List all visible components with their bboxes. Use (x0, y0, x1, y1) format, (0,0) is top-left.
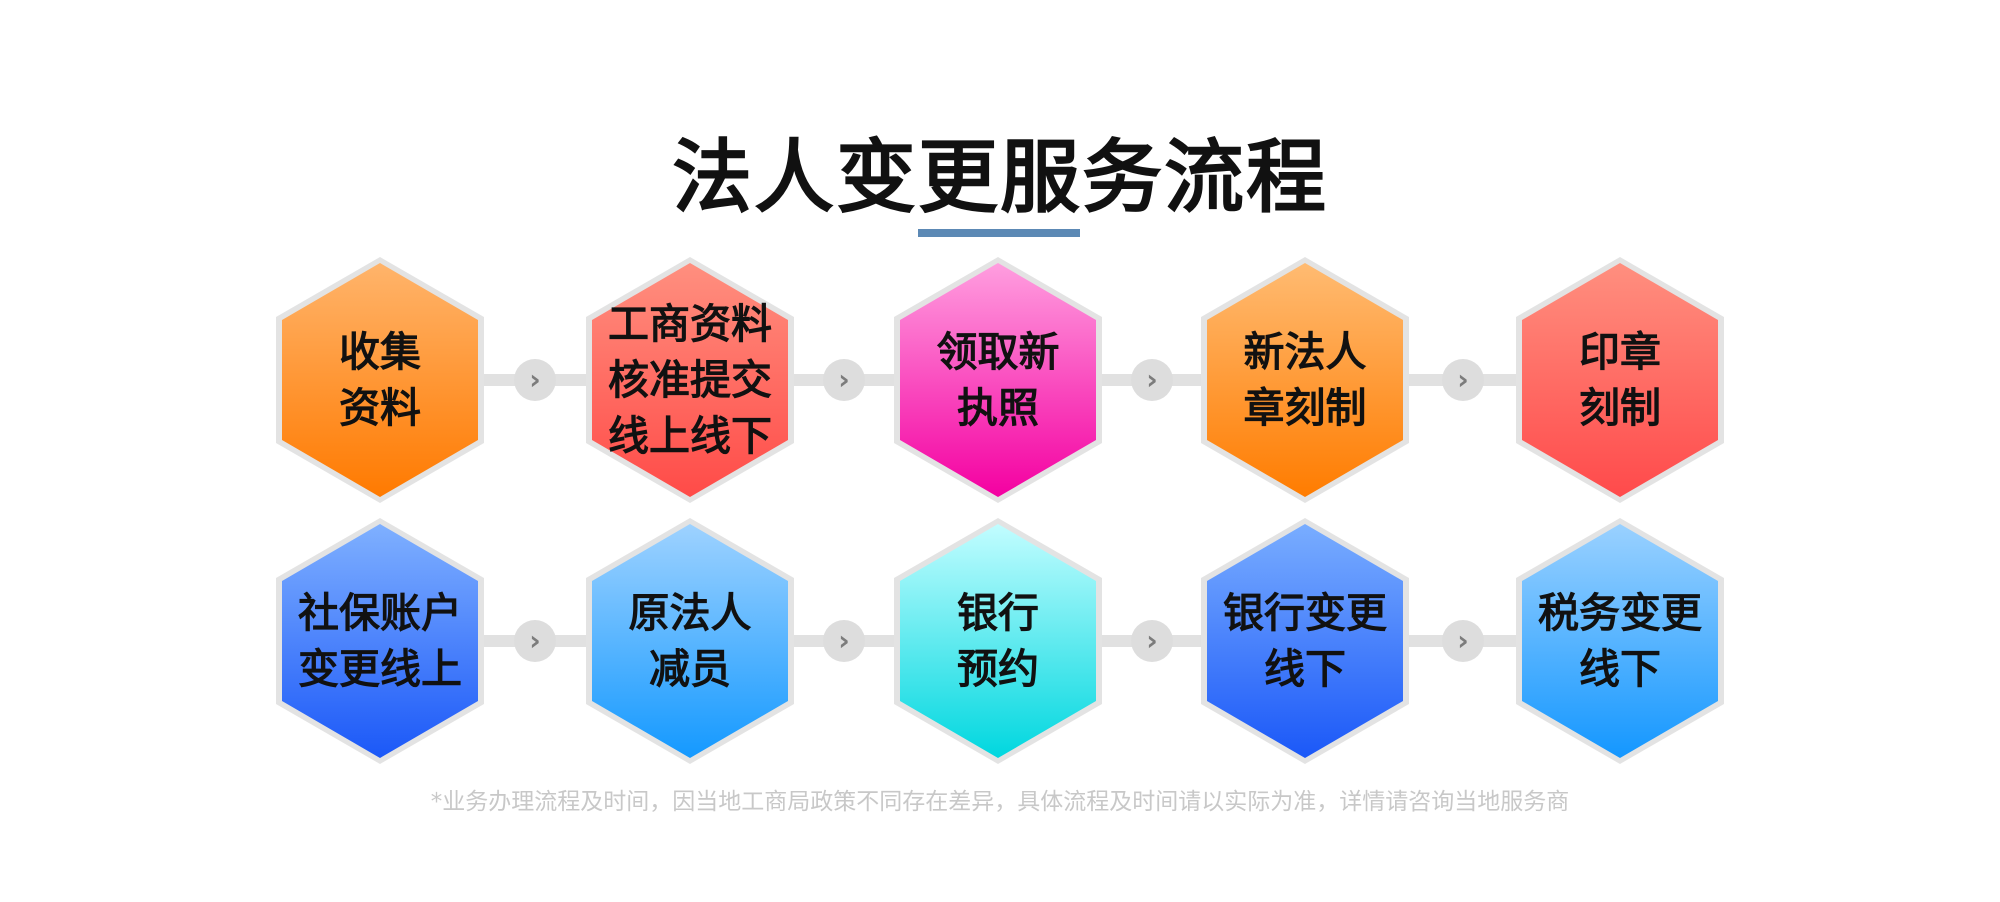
process-step-line: 资料 (339, 384, 421, 432)
process-step-label: 新法人章刻制 (1205, 253, 1405, 507)
process-step-label: 税务变更线下 (1520, 514, 1720, 768)
chevron-right-icon: › (1146, 363, 1158, 396)
process-step-line: 银行 (957, 589, 1039, 637)
process-step: 社保账户变更线上 (270, 514, 490, 768)
process-step-line: 刻制 (1579, 384, 1661, 432)
process-step: 税务变更线下 (1510, 514, 1730, 768)
process-step-line: 工商资料 (608, 300, 772, 348)
process-step-line: 领取新 (936, 328, 1060, 376)
process-step-line: 银行变更 (1223, 589, 1387, 637)
process-row-2: ››››社保账户变更线上原法人减员银行预约银行变更线下税务变更线下 (0, 514, 2000, 774)
process-step: 银行变更线下 (1195, 514, 1415, 768)
hexagon-fill (1522, 524, 1718, 758)
chevron-right-icon: › (1457, 363, 1469, 396)
process-step-line: 线下 (1264, 645, 1346, 693)
hexagon-shape (586, 518, 794, 764)
hexagon-shape (894, 257, 1102, 503)
chevron-right-icon: › (838, 624, 850, 657)
hexagon-shape (1516, 257, 1724, 503)
process-step-line: 核准提交 (608, 356, 772, 404)
process-step-line: 预约 (957, 645, 1039, 693)
process-step: 原法人减员 (580, 514, 800, 768)
process-step-label: 原法人减员 (590, 514, 790, 768)
process-step-line: 线下 (1579, 645, 1661, 693)
connector-dot (1131, 359, 1173, 401)
hexagon-shape (586, 257, 794, 503)
title-underline (918, 229, 1080, 237)
process-step-line: 执照 (957, 384, 1039, 432)
process-step: 工商资料核准提交线上线下 (580, 253, 800, 507)
process-row-1: ››››收集资料工商资料核准提交线上线下领取新执照新法人章刻制印章刻制 (0, 253, 2000, 513)
connector-dot (823, 359, 865, 401)
process-step-line: 印章 (1579, 328, 1661, 376)
process-step-line: 章刻制 (1243, 384, 1367, 432)
process-step: 收集资料 (270, 253, 490, 507)
chevron-right-icon: › (1146, 624, 1158, 657)
hexagon-fill (1522, 263, 1718, 497)
footer-note: *业务办理流程及时间，因当地工商局政策不同存在差异，具体流程及时间请以实际为准，… (430, 789, 1570, 815)
process-step: 印章刻制 (1510, 253, 1730, 507)
connector-dot (514, 359, 556, 401)
process-step: 银行预约 (888, 514, 1108, 768)
hexagon-fill (592, 263, 788, 497)
process-step-line: 线上线下 (608, 412, 772, 460)
hexagon-shape (1201, 518, 1409, 764)
chevron-right-icon: › (529, 363, 541, 396)
connector-dot (1442, 620, 1484, 662)
process-step-line: 收集 (339, 328, 421, 376)
process-step-label: 收集资料 (280, 253, 480, 507)
hexagon-fill (592, 524, 788, 758)
process-step-line: 变更线上 (298, 645, 462, 693)
hexagon-fill (1207, 263, 1403, 497)
connector-dot (1131, 620, 1173, 662)
process-step: 新法人章刻制 (1195, 253, 1415, 507)
diagram-title: 法人变更服务流程 (672, 131, 1328, 224)
hexagon-fill (1207, 524, 1403, 758)
process-step-line: 减员 (649, 645, 731, 693)
process-step: 领取新执照 (888, 253, 1108, 507)
hexagon-shape (276, 518, 484, 764)
hexagon-shape (276, 257, 484, 503)
process-step-label: 领取新执照 (898, 253, 1098, 507)
connector-dot (514, 620, 556, 662)
process-step-label: 印章刻制 (1520, 253, 1720, 507)
process-step-line: 新法人 (1243, 328, 1367, 376)
process-step-line: 社保账户 (298, 589, 462, 637)
process-step-label: 银行变更线下 (1205, 514, 1405, 768)
hexagon-shape (1516, 518, 1724, 764)
process-step-label: 银行预约 (898, 514, 1098, 768)
chevron-right-icon: › (1457, 624, 1469, 657)
hexagon-fill (282, 524, 478, 758)
hexagon-fill (900, 524, 1096, 758)
chevron-right-icon: › (838, 363, 850, 396)
process-step-line: 原法人 (628, 589, 752, 637)
hexagon-shape (894, 518, 1102, 764)
process-step-line: 税务变更 (1538, 589, 1702, 637)
process-step-label: 社保账户变更线上 (280, 514, 480, 768)
hexagon-fill (900, 263, 1096, 497)
chevron-right-icon: › (529, 624, 541, 657)
connector-dot (823, 620, 865, 662)
hexagon-shape (1201, 257, 1409, 503)
process-step-label: 工商资料核准提交线上线下 (590, 253, 790, 507)
hexagon-fill (282, 263, 478, 497)
connector-dot (1442, 359, 1484, 401)
